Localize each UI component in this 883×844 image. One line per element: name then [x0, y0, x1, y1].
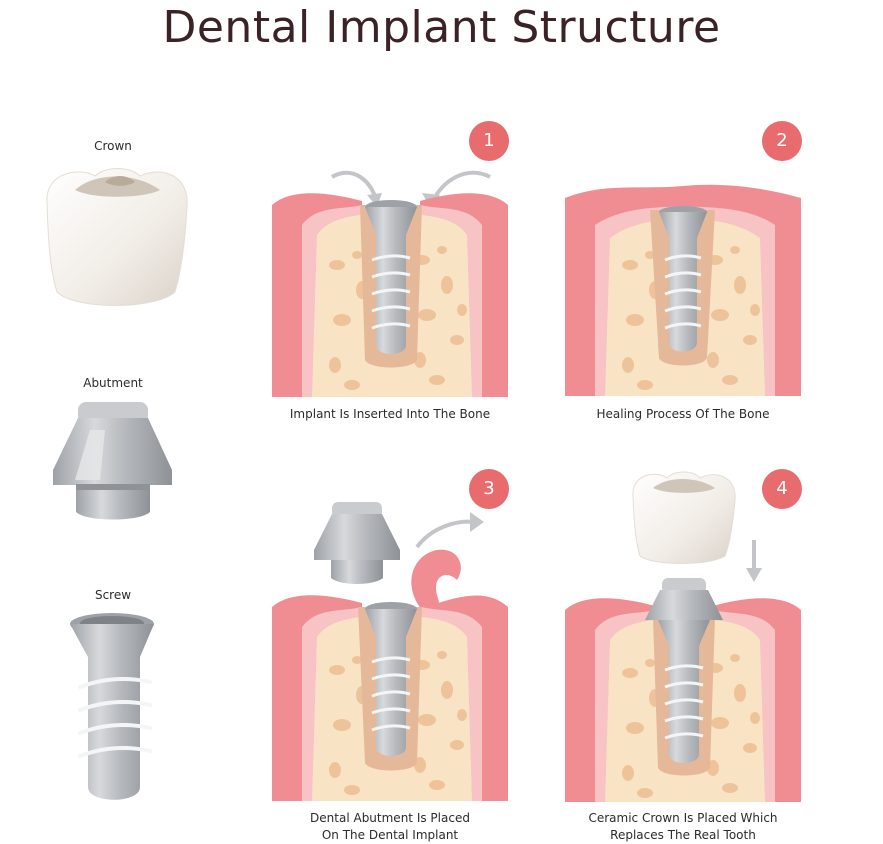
step4-arrow — [746, 540, 762, 582]
abutment-label: Abutment — [83, 376, 143, 390]
step4-badge: 4 — [762, 469, 802, 509]
step2-caption: Healing Process Of The Bone — [596, 407, 770, 421]
step3-caption: Dental Abutment Is Placed On The Dental … — [272, 810, 508, 844]
step4-caption: Ceramic Crown Is Placed Which Replaces T… — [565, 810, 801, 844]
abutment-illustration — [53, 402, 172, 520]
step2-badge: 2 — [762, 121, 802, 161]
step4-caption-line2: Replaces The Real Tooth — [610, 828, 756, 842]
step1-caption: Implant Is Inserted Into The Bone — [289, 407, 491, 421]
step3-arrow — [415, 512, 484, 549]
step4-caption-line1: Ceramic Crown Is Placed Which — [588, 811, 778, 825]
step3-abutment — [314, 502, 400, 584]
step1-illustration — [272, 170, 508, 397]
crown-label: Crown — [94, 139, 132, 153]
step4-illustration — [565, 578, 801, 802]
step4-crown — [632, 471, 736, 564]
screw-illustration — [70, 613, 154, 800]
screw-label: Screw — [94, 588, 132, 602]
step1-badge: 1 — [469, 121, 509, 161]
step3-badge: 3 — [469, 469, 509, 509]
step3-caption-line2: On The Dental Implant — [321, 828, 459, 842]
step2-illustration — [565, 184, 801, 396]
crown-illustration — [46, 168, 188, 306]
page-title: Dental Implant Structure — [162, 2, 721, 53]
step3-illustration — [272, 549, 508, 801]
step3-caption-line1: Dental Abutment Is Placed — [310, 811, 470, 825]
